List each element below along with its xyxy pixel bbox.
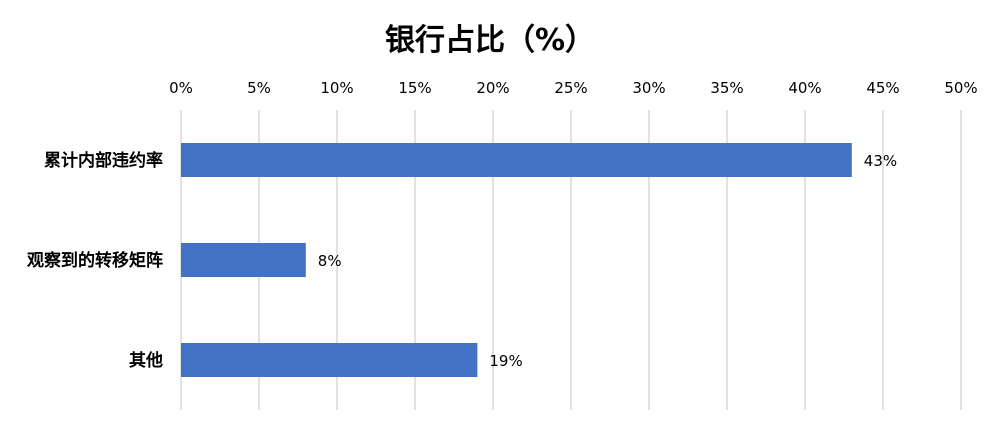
data-labels: 43% 8% 19% <box>318 152 897 370</box>
category-label: 累计内部违约率 <box>44 150 163 171</box>
x-tick-label: 10% <box>320 79 353 97</box>
x-tick-label: 25% <box>554 79 587 97</box>
x-tick-label: 20% <box>476 79 509 97</box>
chart-title: 银行占比（%） <box>385 23 595 58</box>
x-axis-tick-labels: 0% 5% 10% 15% 20% 25% 30% 35% 40% 45% 50% <box>169 79 978 97</box>
data-label: 8% <box>318 252 342 270</box>
category-label: 观察到的转移矩阵 <box>26 250 163 271</box>
x-tick-label: 15% <box>398 79 431 97</box>
bars <box>181 143 852 377</box>
x-tick-label: 50% <box>944 79 977 97</box>
data-label: 43% <box>864 152 897 170</box>
data-label: 19% <box>489 352 522 370</box>
x-tick-label: 30% <box>632 79 665 97</box>
x-tick-label: 5% <box>247 79 271 97</box>
bar <box>181 343 478 377</box>
category-label: 其他 <box>129 350 163 371</box>
bar <box>181 243 306 277</box>
x-tick-label: 45% <box>866 79 899 97</box>
x-tick-label: 40% <box>788 79 821 97</box>
x-tick-label: 0% <box>169 79 193 97</box>
x-tick-label: 35% <box>710 79 743 97</box>
bar <box>181 143 852 177</box>
